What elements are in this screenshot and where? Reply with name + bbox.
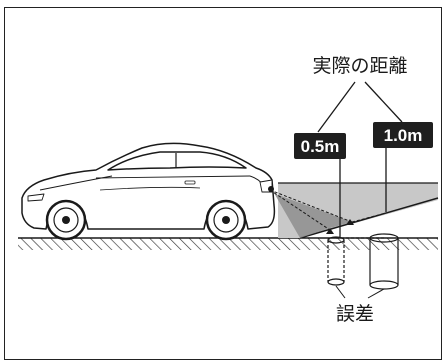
label-pointer-left: [317, 81, 356, 133]
error-label: 誤差: [336, 303, 374, 325]
front-wheel: [45, 199, 87, 241]
rear-sensor: [268, 186, 274, 192]
beam-line-3: [351, 212, 387, 223]
marker-near-label: 0.5m: [301, 137, 340, 156]
sensor-beam: [270, 186, 352, 238]
rear-wheel: [205, 199, 247, 241]
marker-far-label: 1.0m: [384, 126, 423, 145]
badge-near: [294, 133, 346, 159]
actual-distance-label: 実際の距離: [312, 55, 407, 77]
error-pointer-right: [367, 288, 385, 299]
ground-hatch: [18, 238, 438, 250]
car-window: [107, 151, 247, 171]
label-pointer-right: [364, 81, 403, 123]
error-pointer-left: [335, 285, 346, 299]
detect-point-mid: [346, 219, 354, 225]
beam-line-1: [269, 189, 331, 231]
badge-far: [373, 122, 433, 148]
detect-point-near: [326, 228, 334, 234]
